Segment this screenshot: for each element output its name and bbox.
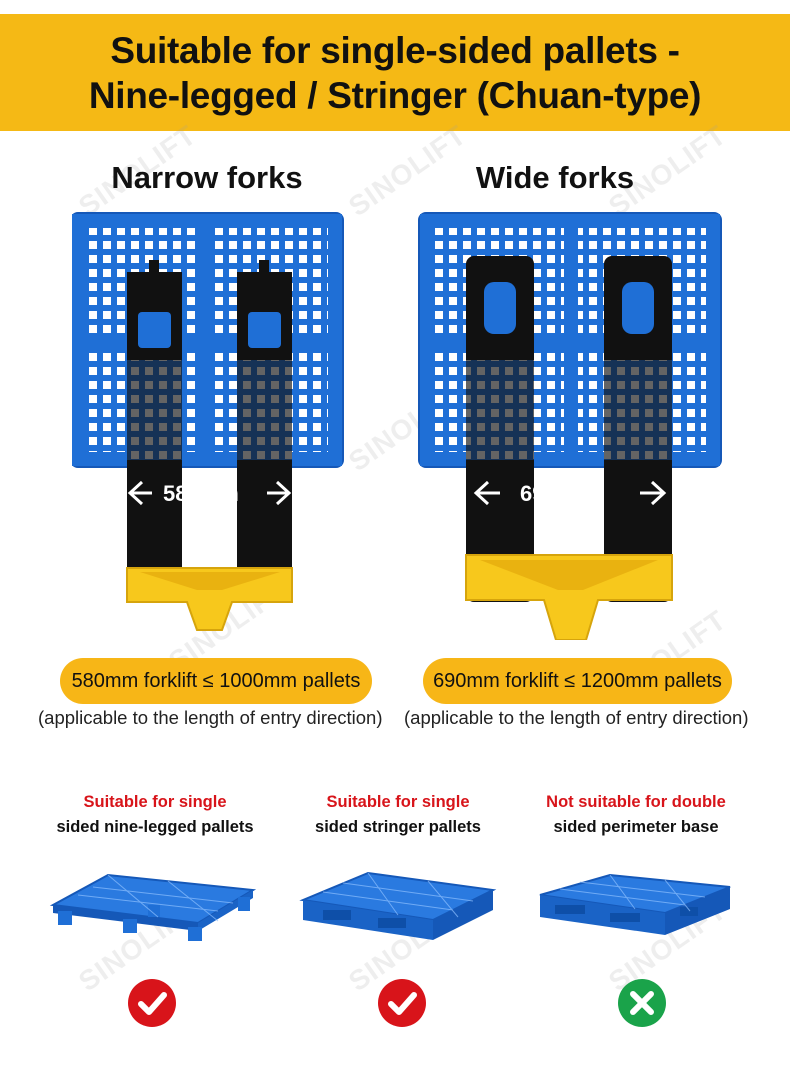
perimeter-pallet-image bbox=[535, 865, 735, 960]
narrow-width-label: 580mm bbox=[163, 481, 239, 506]
narrow-capacity-text: 580mm forklift ≤ 1000mm pallets bbox=[71, 669, 361, 692]
narrow-forks-title: Narrow forks bbox=[111, 160, 303, 195]
pallet-type-status: Suitable for single bbox=[326, 793, 470, 811]
narrow-forks-illustration bbox=[70, 210, 352, 645]
pallet-type-stringer: Suitable for single sided stringer palle… bbox=[268, 790, 528, 840]
narrow-note: (applicable to the length of entry direc… bbox=[38, 707, 383, 728]
pallet-type-perimeter: Not suitable for double sided perimeter … bbox=[506, 790, 766, 840]
pallet-type-nine-legged: Suitable for single sided nine-legged pa… bbox=[25, 790, 285, 840]
wide-capacity-badge: 690mm forklift ≤ 1200mm pallets bbox=[423, 658, 732, 704]
wide-forks-illustration bbox=[418, 210, 728, 645]
header-banner: Suitable for single-sided pallets - Nine… bbox=[0, 14, 790, 131]
narrow-capacity-badge: 580mm forklift ≤ 1000mm pallets bbox=[60, 658, 372, 704]
pallet-type-status: Suitable for single bbox=[83, 793, 227, 811]
wide-forks-title: Wide forks bbox=[475, 160, 635, 195]
check-icon bbox=[377, 978, 427, 1028]
wide-capacity-text: 690mm forklift ≤ 1200mm pallets bbox=[433, 669, 722, 692]
check-icon bbox=[127, 978, 177, 1028]
wide-width-label: 690mm bbox=[520, 481, 596, 506]
pallet-type-desc: sided stringer pallets bbox=[315, 818, 481, 836]
pallet-type-desc: sided nine-legged pallets bbox=[56, 818, 254, 836]
pallet-type-desc: sided perimeter base bbox=[553, 818, 719, 836]
wide-note: (applicable to the length of entry direc… bbox=[404, 707, 749, 728]
cross-icon bbox=[617, 978, 667, 1028]
nine-legged-pallet-image bbox=[48, 865, 258, 960]
header-title-line2: Nine-legged / Stringer (Chuan-type) bbox=[88, 74, 702, 116]
stringer-pallet-image bbox=[298, 865, 498, 960]
header-title-line1: Suitable for single-sided pallets - bbox=[110, 29, 680, 71]
pallet-type-status: Not suitable for double bbox=[546, 793, 726, 811]
